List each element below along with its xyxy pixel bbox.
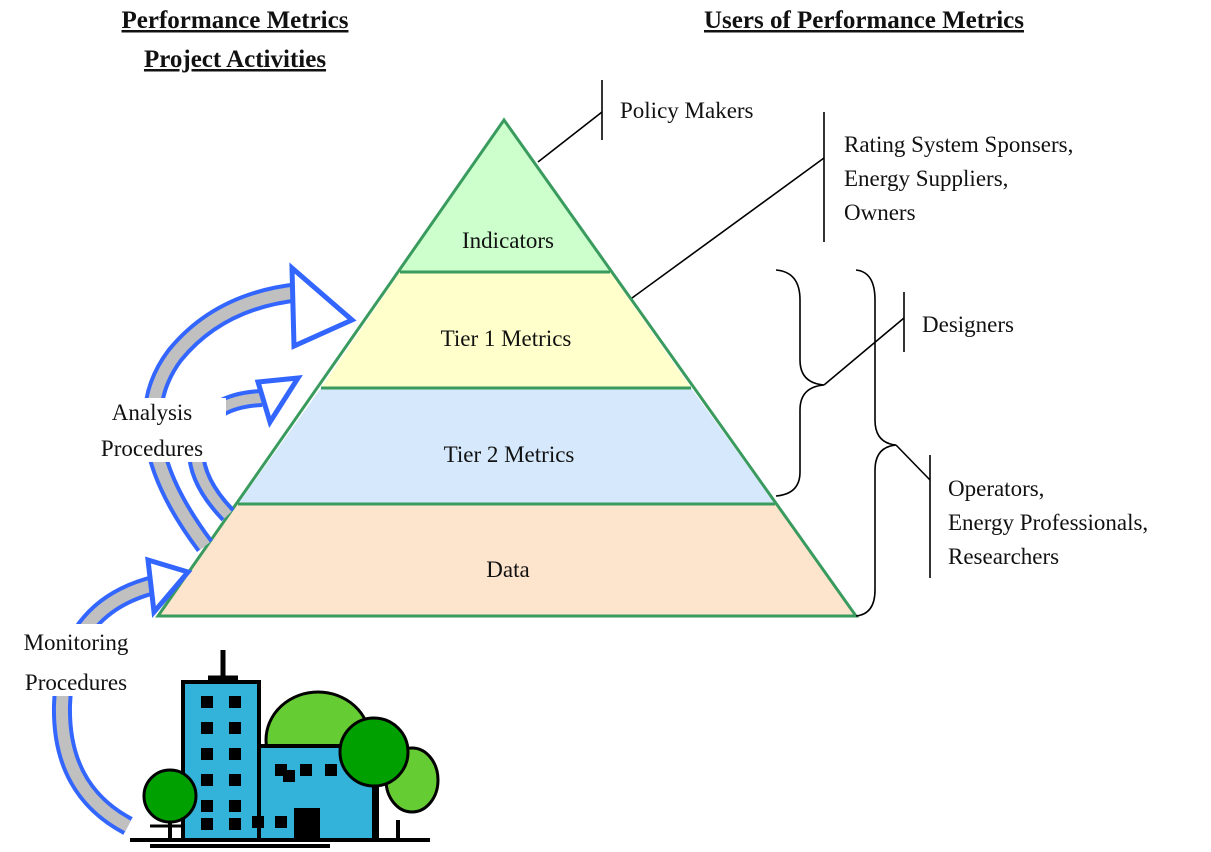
monitoring-arrow-core [55,580,152,832]
tier-data [158,504,856,616]
arrows [51,262,357,835]
analysis-label-backing [84,398,226,462]
tier-2-metrics-label: Tier 2 Metrics [444,442,575,467]
user-designers: Designers [922,312,1014,337]
user-operators-line3: Researchers [948,544,1059,569]
heading-performance-metrics: Performance Metrics [122,7,349,34]
monitoring-arrow-head [145,556,193,619]
analysis-arrow-outer-core [146,286,301,550]
monitoring-arrow-shaft [51,576,153,835]
analysis-line2: Procedures [101,436,203,461]
tier-1-metrics [321,272,691,388]
connector-policy-makers [537,111,603,163]
tier-indicators-label: Indicators [462,228,554,253]
user-policy-makers: Policy Makers [620,98,754,123]
monitoring-line2: Procedures [25,670,127,695]
connector-designers [823,317,905,386]
brace-all-tiers [855,269,897,617]
heading-project-activities: Project Activities [144,46,326,73]
user-rating-line1: Rating System Sponsers, [844,132,1073,157]
user-operators-line2: Energy Professionals, [948,510,1148,535]
tier-indicators [400,120,610,272]
pyramid [155,117,859,618]
analysis-arrow-middle-head [254,375,303,428]
monitoring-label-backing [0,624,160,696]
heading-users: Users of Performance Metrics [704,7,1024,34]
monitoring-line1: Monitoring [24,630,129,655]
connector-rating-sponsors [631,157,825,299]
user-rating-line2: Energy Suppliers, [844,166,1008,191]
user-rating-line3: Owners [844,200,916,225]
analysis-arrow-outer-head [289,262,357,350]
building-icon [130,650,440,848]
user-connectors [537,80,931,617]
tier-data-label: Data [486,557,529,582]
user-operators-line1: Operators, [948,476,1044,501]
tier-1-metrics-label: Tier 1 Metrics [441,326,572,351]
pyramid-outline [155,117,859,618]
analysis-line1: Analysis [112,400,193,425]
connector-operators [895,444,931,481]
brace-tier-metrics [775,269,825,497]
tier-2-metrics [238,388,775,504]
